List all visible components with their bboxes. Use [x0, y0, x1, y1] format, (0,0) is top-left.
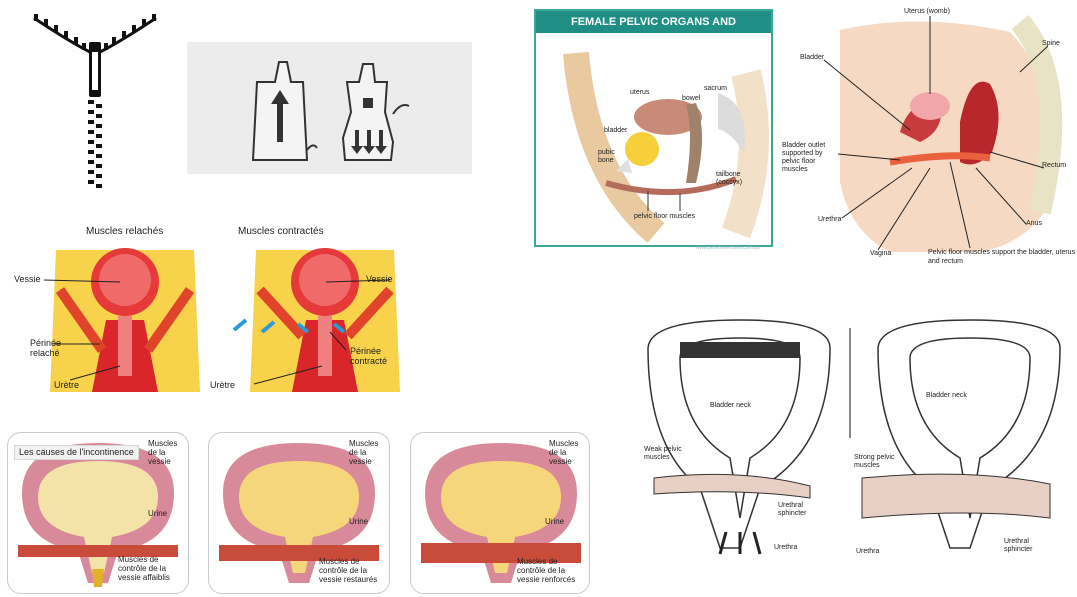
pelvic-organs-title: FEMALE PELVIC ORGANS AND STRUCTURES — [536, 11, 771, 33]
card1-controle: Muscles de contrôle de la vessie affaibl… — [118, 555, 184, 582]
label-pubic-bone: pubic bone — [598, 149, 620, 165]
card3-urine: Urine — [545, 517, 564, 526]
label-spine: Spine — [1042, 40, 1060, 47]
pelvic-organs-diagram: FEMALE PELVIC ORGANS AND STRUCTURES uter… — [534, 9, 773, 247]
incontinence-card-1: Les causes de l'incontinence Muscles de … — [7, 432, 189, 594]
card2-urine: Urine — [349, 517, 368, 526]
label-urethra-sag: Urethra — [818, 216, 841, 223]
label-vessie-left: Vessie — [14, 274, 41, 284]
label-uterus: uterus — [630, 89, 649, 96]
label-vagina: Vagina — [870, 250, 891, 257]
label-pelvic-floor: pelvic floor muscles — [634, 213, 695, 220]
right-bladder-neck: Bladder neck — [926, 392, 967, 399]
zipper-icon — [30, 12, 160, 192]
label-rectum: Rectum — [1042, 162, 1066, 169]
title-muscles-relaches: Muscles relachés — [86, 226, 163, 237]
label-bladder-sag: Bladder — [800, 54, 824, 61]
sagittal-section-diagram: Uterus (womb) Spine Bladder Bladder outl… — [780, 2, 1077, 282]
right-urethra: Urethra — [856, 548, 879, 555]
title-muscles-contractes: Muscles contractés — [238, 226, 324, 237]
tube-sketch — [187, 42, 472, 174]
label-sacrum: sacrum — [704, 85, 727, 92]
label-vessie-right: Vessie — [366, 274, 393, 284]
bladder-neck-diagram: Bladder neck Weak pelvic muscles Urethra… — [640, 318, 1077, 580]
right-urethral-sphincter: Urethral sphincter — [1004, 538, 1048, 554]
label-bladder: bladder — [604, 127, 627, 134]
card3-muscles: Muscles de la vessie — [549, 439, 589, 466]
left-urethral-sphincter: Urethral sphincter — [778, 502, 818, 518]
card1-muscles: Muscles de la vessie — [148, 439, 188, 466]
card2-controle: Muscles de contrôle de la vessie restaur… — [319, 557, 385, 584]
label-perinee-relache: Périnée relaché — [30, 338, 74, 358]
right-strong-muscles: Strong pelvic muscles — [854, 454, 904, 470]
label-uretre-left: Urètre — [54, 380, 79, 390]
label-bowel: bowel — [682, 95, 700, 102]
card3-controle: Muscles de contrôle de la vessie renforc… — [517, 557, 587, 584]
left-weak-muscles: Weak pelvic muscles — [644, 446, 690, 462]
incontinence-caption: Les causes de l'incontinence — [14, 445, 139, 460]
muscles-comparison-diagram: Muscles relachés Muscles contractés Vess… — [10, 220, 405, 400]
left-bladder-neck: Bladder neck — [710, 402, 751, 409]
label-bladder-outlet: Bladder outlet supported by pelvic floor… — [782, 142, 838, 174]
label-uterus-womb: Uterus (womb) — [904, 8, 950, 15]
label-pelvic-floor-support: Pelvic floor muscles support the bladder… — [928, 248, 1076, 266]
label-perinee-contracte: Périnée contracté — [350, 346, 400, 366]
watermark: www.pelvicexercises.com.au — [696, 245, 760, 251]
label-tailbone: tailbone (coccyx) — [716, 171, 756, 187]
label-uretre-right: Urètre — [210, 380, 235, 390]
label-anus: Anus — [1026, 220, 1042, 227]
card1-urine: Urine — [148, 509, 167, 518]
incontinence-card-3: Muscles de la vessie Urine Muscles de co… — [410, 432, 590, 594]
card2-muscles: Muscles de la vessie — [349, 439, 389, 466]
incontinence-card-2: Muscles de la vessie Urine Muscles de co… — [208, 432, 390, 594]
left-urethra: Urethra — [774, 544, 797, 551]
